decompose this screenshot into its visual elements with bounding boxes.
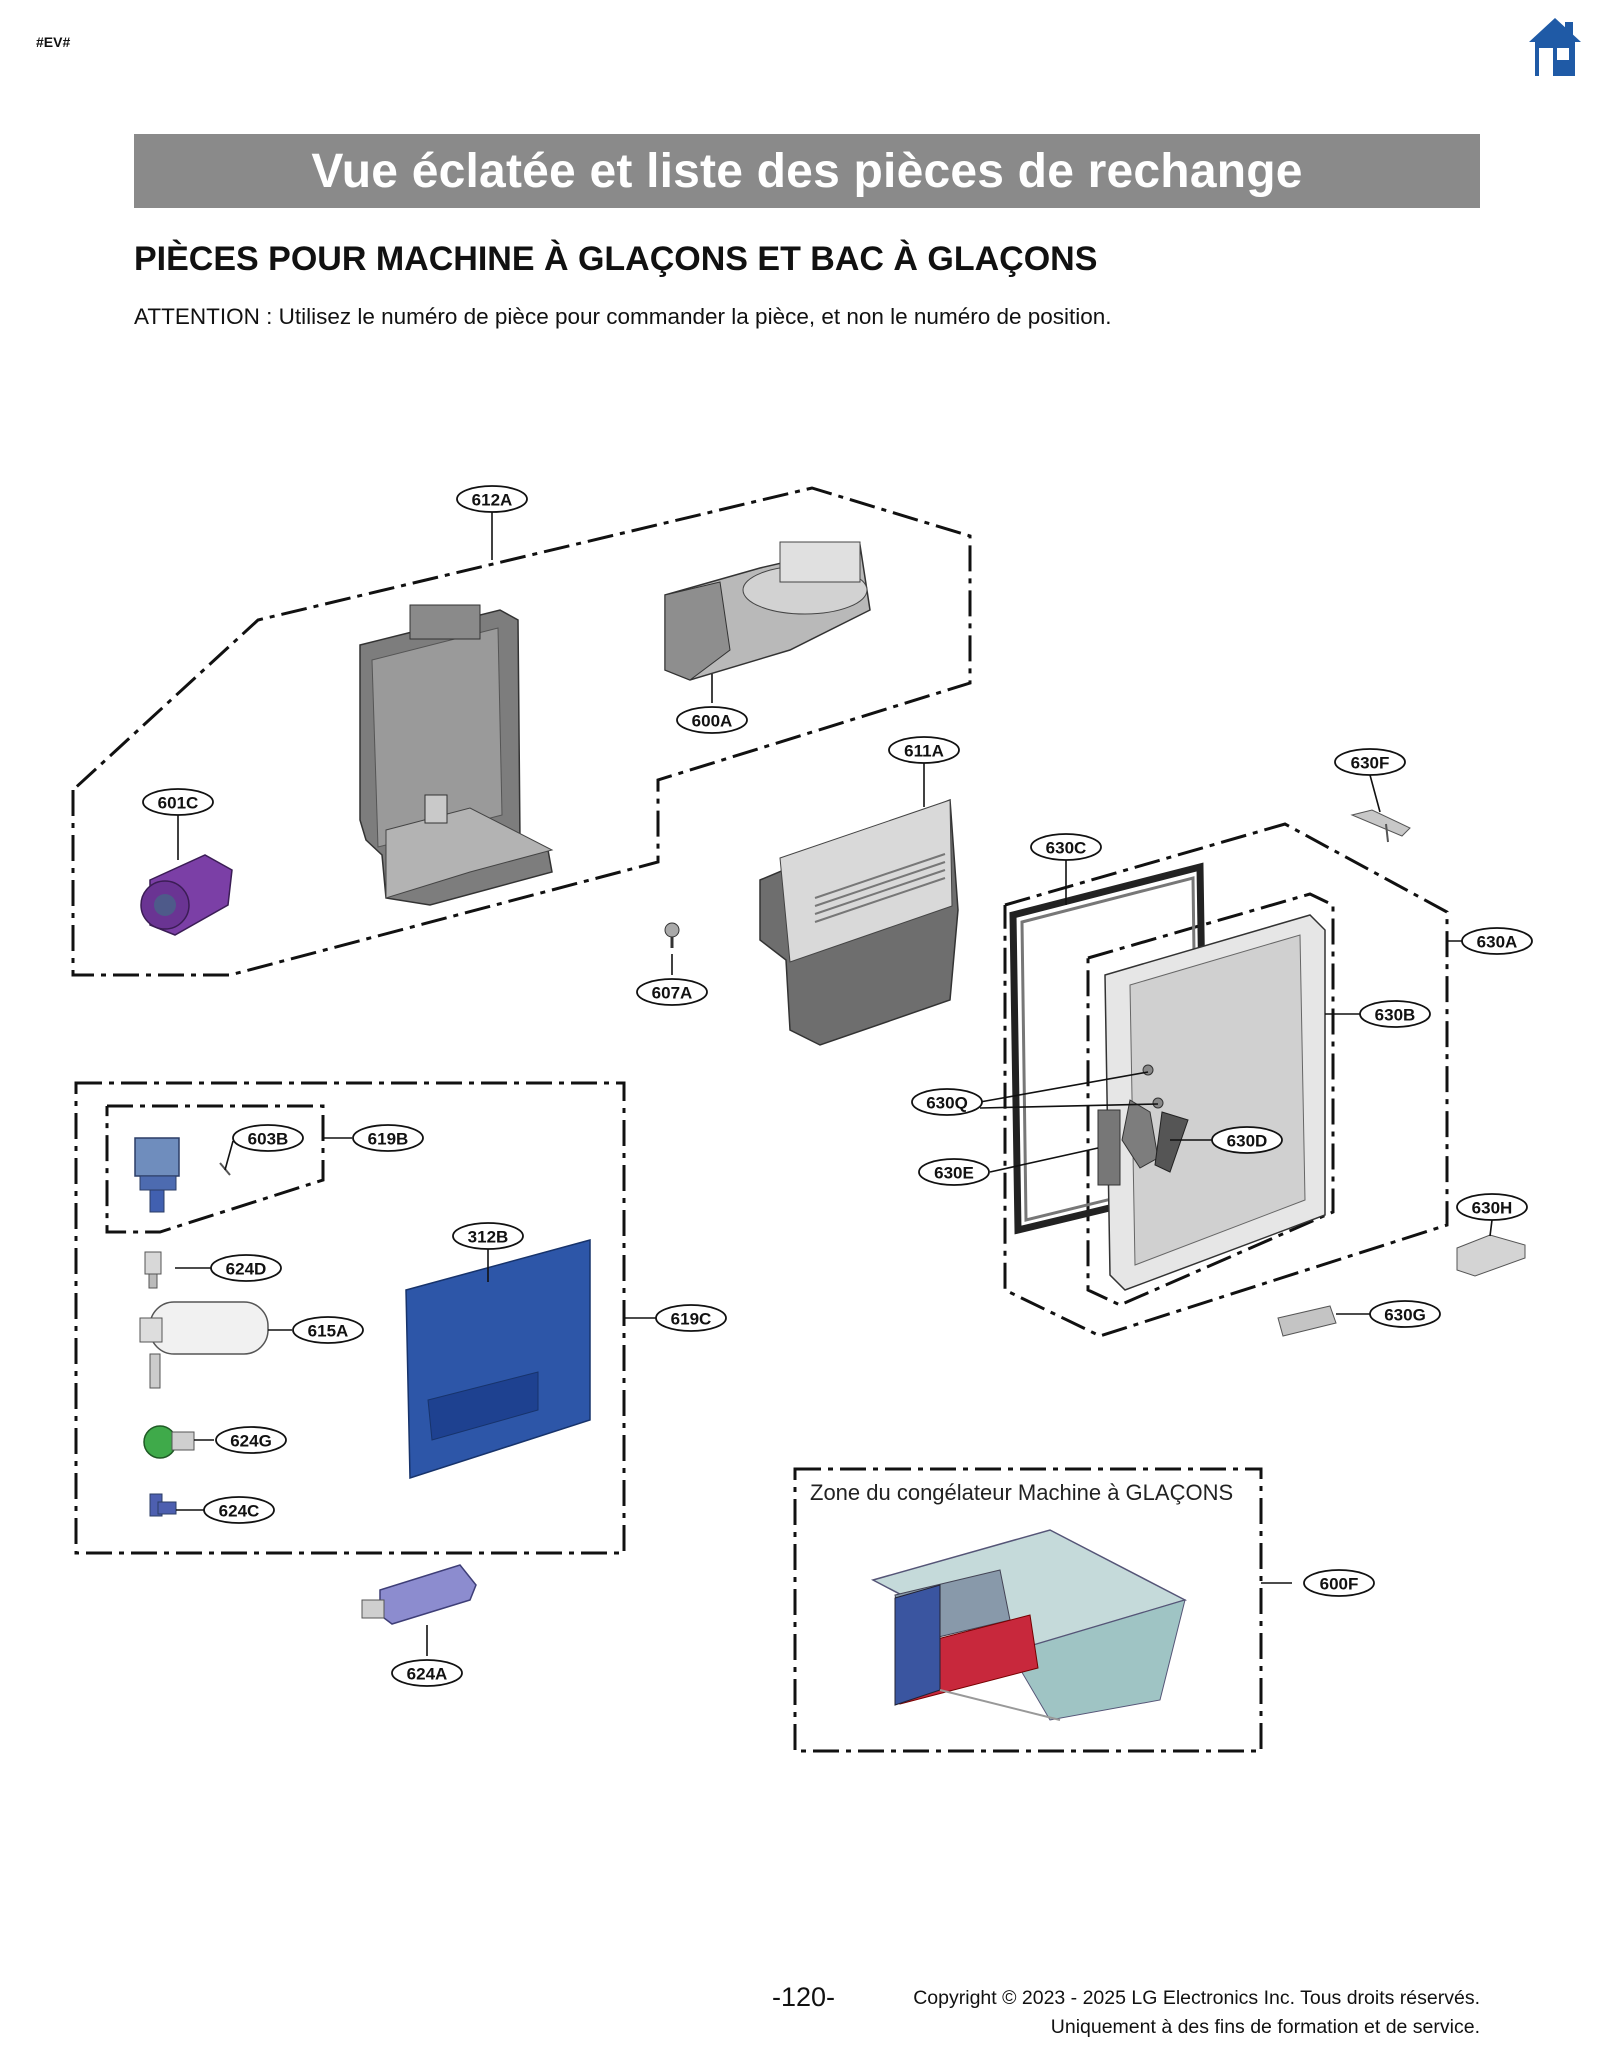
part-607A-screw (664, 922, 680, 948)
callout-601C: 601C (158, 794, 199, 813)
callout-630H: 630H (1472, 1199, 1513, 1218)
callout-600F: 600F (1320, 1575, 1359, 1594)
callout-624G: 624G (230, 1432, 272, 1451)
part-630E-latch-plate (1097, 1109, 1121, 1186)
callout-624C: 624C (219, 1502, 260, 1521)
part-601C-motor (140, 854, 233, 936)
part-624D-fitting (144, 1251, 162, 1289)
callout-630A: 630A (1477, 933, 1518, 952)
freezer-zone-title: Zone du congélateur Machine à GLAÇONS (810, 1480, 1233, 1505)
callout-624D: 624D (226, 1260, 267, 1279)
callout-312B: 312B (468, 1228, 509, 1247)
callout-600A: 600A (692, 712, 733, 731)
callout-630F-oval (1334, 748, 1406, 776)
caution-note: ATTENTION : Utilisez le numéro de pièce … (134, 304, 1112, 329)
callout-630Q-oval (911, 1088, 983, 1116)
callout-619C: 619C (671, 1310, 712, 1329)
callout-619B: 619B (368, 1130, 409, 1149)
callout-600A-oval (676, 706, 748, 734)
callout-624A-oval (391, 1659, 463, 1687)
part-630B-door (1104, 914, 1326, 1291)
callout-630B: 630B (1375, 1006, 1416, 1025)
group-boundary-600F (793, 1467, 1263, 1753)
callout-607A: 607A (652, 984, 693, 1003)
callout-630A-oval (1461, 927, 1533, 955)
copyright-line-2: Uniquement à des fins de formation et de… (1050, 2016, 1480, 2038)
part-312B-cover (405, 1239, 591, 1480)
part-603B-water-valve (134, 1137, 231, 1213)
callout-630C-oval (1030, 833, 1102, 861)
callout-630H-oval (1456, 1193, 1528, 1221)
part-630G-bracket (1277, 1305, 1337, 1337)
callout-619C-oval (655, 1304, 727, 1332)
part-600F-freezer-ice-maker (870, 1529, 1187, 1721)
callout-615A-oval (292, 1316, 364, 1344)
group-boundary-630A (1003, 822, 1449, 1338)
part-611A-ice-bin (759, 798, 959, 1046)
part-615A-water-filter (139, 1301, 269, 1389)
callout-630B-oval (1359, 1000, 1431, 1028)
callout-630F: 630F (1351, 754, 1390, 773)
part-630D-latch-handle (1121, 1099, 1189, 1173)
callout-612A-oval (456, 485, 528, 513)
part-624C-elbow (149, 1493, 177, 1517)
callout-603B: 603B (248, 1130, 289, 1149)
callout-630G-oval (1369, 1300, 1441, 1328)
part-630F-hinge (1350, 809, 1411, 843)
part-630H-bracket (1456, 1234, 1526, 1277)
callout-611A: 611A (904, 742, 944, 761)
callout-630G: 630G (1384, 1306, 1426, 1325)
callout-600F-oval (1303, 1569, 1375, 1597)
callout-312B-oval (452, 1222, 524, 1250)
callout-601C-oval (142, 788, 214, 816)
part-624G-fitting (143, 1425, 195, 1459)
callout-607A-oval (636, 978, 708, 1006)
group-boundary-619B (105, 1104, 325, 1234)
callout-619B-oval (352, 1124, 424, 1152)
copyright-notice: Copyright © 2023 - 2025 LG Electronics I… (913, 1984, 1480, 2042)
callout-615A: 615A (308, 1322, 349, 1341)
page-number: -120- (772, 1982, 836, 2012)
callout-630C: 630C (1046, 839, 1087, 858)
callout-612A: 612A (472, 491, 513, 510)
callout-630E: 630E (934, 1164, 974, 1183)
copyright-line-1: Copyright © 2023 - 2025 LG Electronics I… (913, 1987, 1480, 2009)
part-612A-mounting-plate (359, 604, 554, 906)
part-624A-bypass-plug (361, 1564, 477, 1625)
callout-624C-oval (203, 1496, 275, 1524)
page-banner-title: Vue éclatée et liste des pièces de recha… (134, 134, 1480, 208)
group-boundary-612A (71, 486, 972, 977)
section-title: PIÈCES POUR MACHINE À GLAÇONS ET BAC À G… (134, 240, 1098, 278)
callout-611A-oval (888, 736, 960, 764)
part-600A-ice-maker (664, 541, 871, 681)
callout-624A: 624A (407, 1665, 448, 1684)
group-boundary-630B (1086, 892, 1335, 1307)
callout-624D-oval (210, 1254, 282, 1282)
callout-630Q: 630Q (926, 1094, 968, 1113)
callout-603B-oval (232, 1124, 304, 1152)
callout-624G-oval (215, 1426, 287, 1454)
callout-630D-oval (1211, 1126, 1283, 1154)
callout-630D: 630D (1227, 1132, 1268, 1151)
home-icon[interactable] (1527, 16, 1583, 78)
callout-630E-oval (918, 1158, 990, 1186)
document-tag: #EV# (36, 34, 71, 50)
